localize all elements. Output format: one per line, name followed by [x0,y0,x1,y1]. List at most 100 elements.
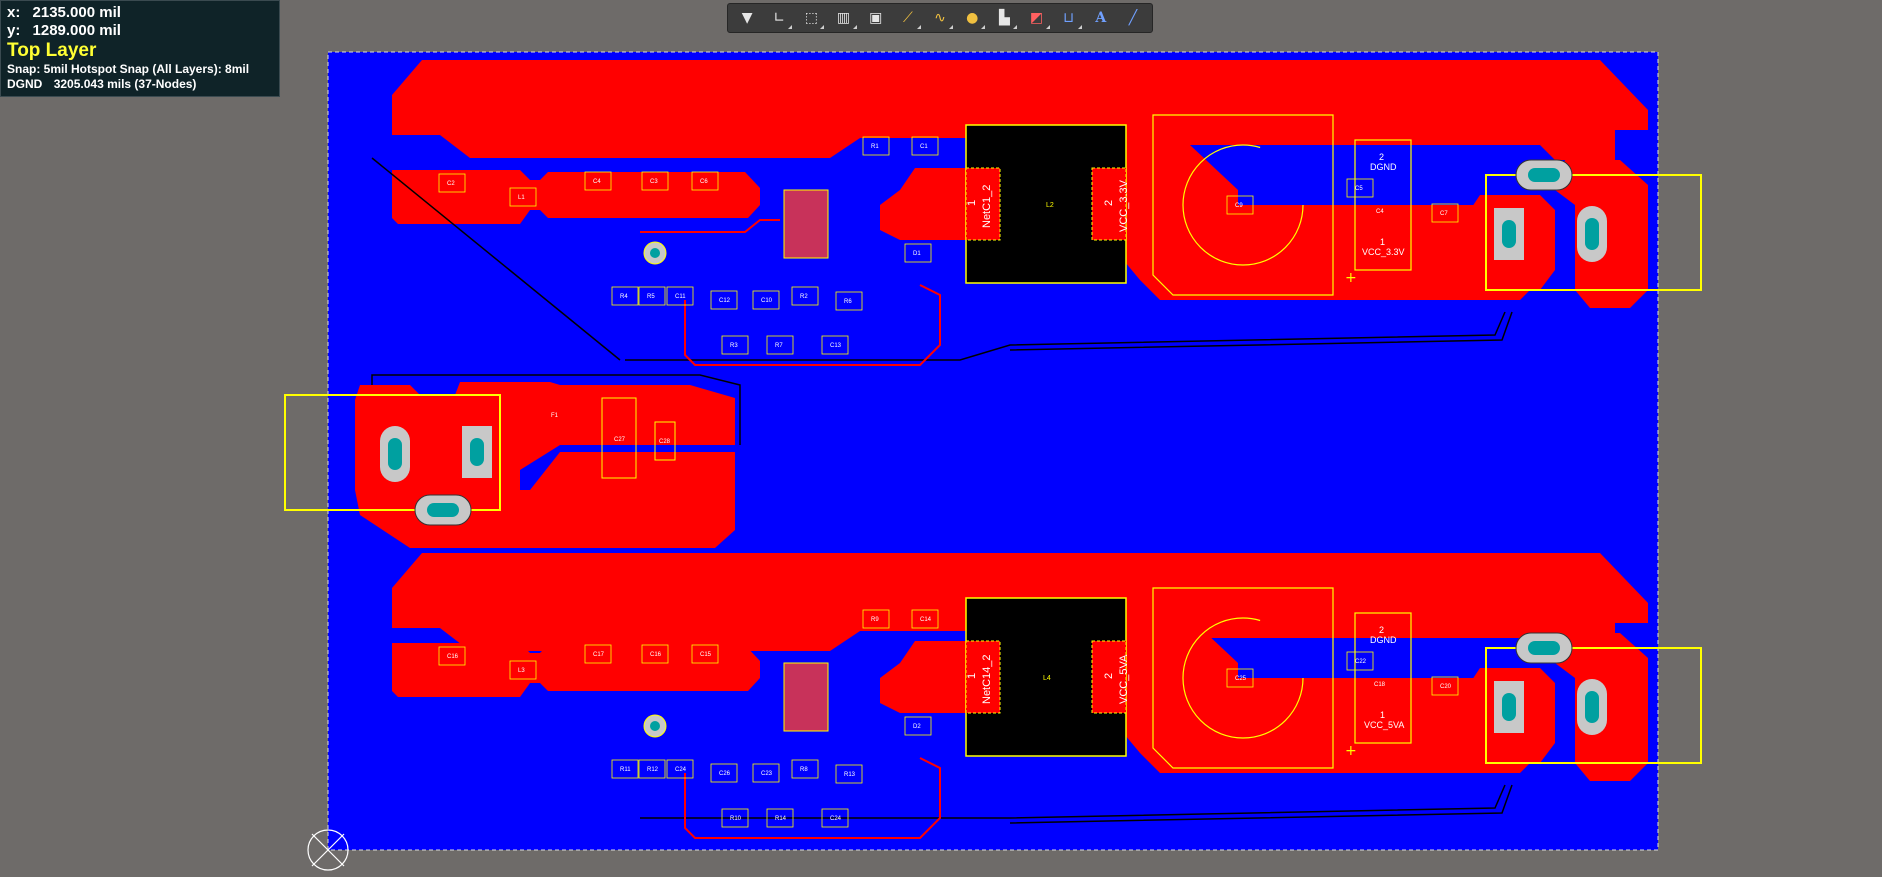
svg-text:C25: C25 [1235,676,1247,682]
top-component-14[interactable]: C12 [710,290,738,310]
svg-text:D2: D2 [913,724,921,730]
top-component-17[interactable]: R6 [835,291,863,311]
hud-y-value: 1289.000 mil [32,22,121,39]
length-tune-tool[interactable]: ∿ [925,5,955,31]
bot-component-4[interactable]: C15 [691,644,719,664]
hud-net-info: 3205.043 mils (37-Nodes) [53,77,197,91]
svg-text:C17: C17 [593,652,605,658]
top-component-0[interactable]: C2 [438,173,466,193]
hud-x-label: x: [7,4,21,21]
top-component-19[interactable]: R7 [766,335,794,355]
top-component-4[interactable]: C6 [691,171,719,191]
hud-y-row: y: 1289.000 mil [7,22,273,40]
filter-tool[interactable]: ▼ [732,5,762,31]
top-component-18[interactable]: R3 [721,335,749,355]
top-component-10[interactable]: D1 [904,243,932,263]
bot-component-1[interactable]: L3 [509,660,537,680]
svg-text:R5: R5 [647,294,655,300]
polygon-tool[interactable]: ▙ [989,5,1019,31]
bot-trace-2 [1009,784,1513,824]
bot-component-12[interactable]: R12 [638,759,666,779]
svg-text:C24: C24 [675,767,687,773]
bot-component-5[interactable]: R9 [862,609,890,629]
route-icon: ⟋ [902,10,913,26]
bot-conn-pin2: 2 [1379,625,1384,635]
top-component-11[interactable]: R4 [611,286,639,306]
svg-text:C11: C11 [675,294,686,300]
top-component-5[interactable]: R1 [862,136,890,156]
bot-jack-pad-b-hole [1502,693,1516,721]
svg-text:R9: R9 [871,617,879,623]
bot-component-13[interactable]: C24 [666,759,694,779]
svg-text:C6: C6 [700,179,708,185]
dashed-rect-icon: ⬚ [804,10,818,26]
svg-text:R2: R2 [800,294,808,300]
select-region-tool[interactable]: ⬚ [796,5,826,31]
bot-component-19[interactable]: R14 [766,808,794,828]
top-component-9[interactable]: C5 [1346,178,1374,198]
interactive-route-tool[interactable]: ⟋ [893,5,923,31]
keepout-tool[interactable]: ◩ [1021,5,1051,31]
corner-icon: ∟ [773,10,786,26]
bot-pad2-net: VCC_5VA [1118,654,1130,704]
svg-text:C4: C4 [593,179,601,185]
place-via-tool[interactable]: ● [957,5,987,31]
top-copper-bus [392,60,1648,160]
wave-icon: ∿ [934,10,946,26]
top-component-15[interactable]: C10 [752,290,780,310]
top-conn-net2: VCC_3.3V [1362,247,1405,257]
svg-text:R1: R1 [871,144,879,150]
chip-icon: ▣ [869,10,883,26]
align-tool[interactable]: ▥ [828,5,858,31]
svg-text:R10: R10 [730,816,742,822]
top-component-1[interactable]: L1 [509,187,537,207]
line-icon: ╱ [1128,10,1138,26]
bot-component-20[interactable]: C24 [821,808,849,828]
bot-conn-net2: VCC_5VA [1364,720,1404,730]
line-tool[interactable]: ╱ [1118,5,1148,31]
svg-text:C16: C16 [447,654,459,660]
mid-jack-silk [284,394,501,511]
bot-component-7[interactable]: C25 [1226,668,1254,688]
bot-component-10[interactable]: D2 [904,716,932,736]
dimension-tool[interactable]: ⊔ [1054,5,1084,31]
svg-text:L1: L1 [518,195,525,201]
bot-component-6[interactable]: C14 [911,609,939,629]
string-tool[interactable]: A [1086,5,1116,31]
mid-fuse-ref: F1 [551,413,559,419]
svg-text:C26: C26 [719,771,731,777]
bot-via-hole [650,721,660,731]
top-component-12[interactable]: R5 [638,286,666,306]
top-component-7[interactable]: C9 [1226,195,1254,215]
top-component-6[interactable]: C1 [911,136,939,156]
hud-y-label: y: [7,22,21,39]
top-jack-pad-c-hole [1585,218,1599,250]
top-component-13[interactable]: C11 [666,286,694,306]
top-component-20[interactable]: C13 [821,335,849,355]
top-ic-body [783,189,829,259]
bot-component-0[interactable]: C16 [438,646,466,666]
bot-component-9[interactable]: C22 [1346,651,1374,671]
top-inductor-ref: L2 [1046,202,1054,209]
bot-component-18[interactable]: R10 [721,808,749,828]
bot-component-3[interactable]: C16 [641,644,669,664]
bot-inductor-ref: L4 [1043,675,1051,682]
bot-component-14[interactable]: C26 [710,763,738,783]
top-component-16[interactable]: R2 [791,286,819,306]
bot-component-8[interactable]: C20 [1431,676,1459,696]
svg-text:C1: C1 [920,144,928,150]
route-tool[interactable]: ∟ [764,5,794,31]
bot-component-11[interactable]: R11 [611,759,639,779]
top-component-2[interactable]: C4 [584,171,612,191]
polygon-icon: ▙ [998,10,1010,26]
top-component-8[interactable]: C7 [1431,203,1459,223]
bot-connector-silk [1354,612,1412,744]
place-component-tool[interactable]: ▣ [861,5,891,31]
bot-component-16[interactable]: R8 [791,759,819,779]
bot-component-15[interactable]: C23 [752,763,780,783]
bot-component-2[interactable]: C17 [584,644,612,664]
top-trace-1 [371,157,621,361]
top-component-3[interactable]: C3 [641,171,669,191]
bot-component-17[interactable]: R13 [835,764,863,784]
